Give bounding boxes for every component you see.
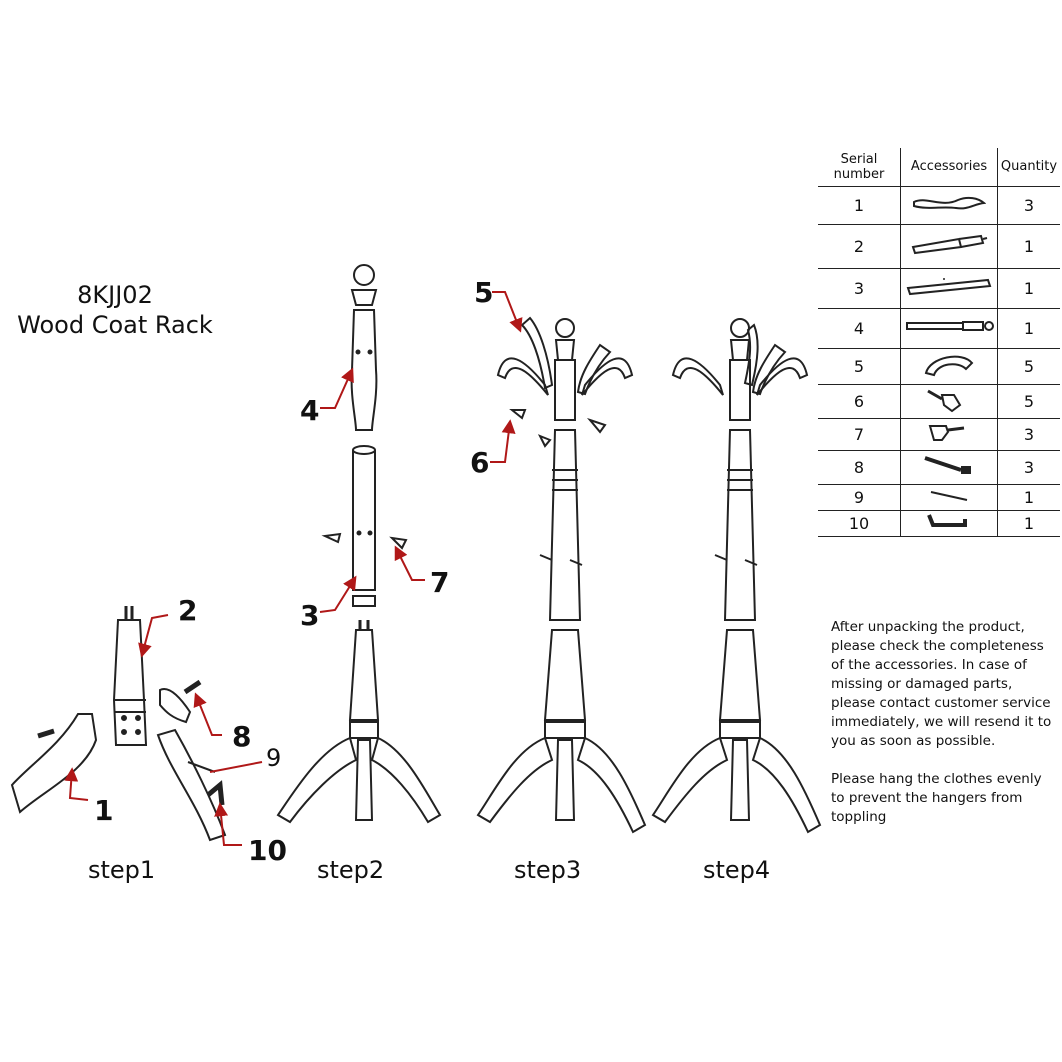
table-row: 4 1 xyxy=(818,308,1060,349)
header-serial: Serial number xyxy=(818,148,901,187)
callout-7: 7 xyxy=(430,566,449,599)
callout-2: 2 xyxy=(178,594,197,627)
serial-cell: 8 xyxy=(818,450,901,485)
step-label-2: step2 xyxy=(317,856,385,884)
step-label-4: step4 xyxy=(703,856,771,884)
serial-cell: 6 xyxy=(818,384,901,419)
leader-arrows xyxy=(64,291,523,846)
base-post-part xyxy=(112,619,148,746)
bolt-icon xyxy=(900,450,998,485)
quantity-cell: 5 xyxy=(997,348,1060,385)
step2-drawing xyxy=(276,264,442,824)
quantity-cell: 1 xyxy=(997,484,1060,511)
curved-leg-part xyxy=(10,713,98,814)
callout-1: 1 xyxy=(94,794,113,827)
serial-cell: 10 xyxy=(818,510,901,537)
callout-3: 3 xyxy=(300,599,319,632)
pin-icon xyxy=(900,484,998,511)
accessories-table: Serial number Accessories Quantity 1 3 2… xyxy=(818,148,1060,537)
curved-leg-icon xyxy=(900,186,998,225)
middle-pole-icon xyxy=(900,268,998,309)
table-row: 5 5 xyxy=(818,348,1060,385)
quantity-cell: 5 xyxy=(997,384,1060,419)
step-label-1: step1 xyxy=(88,856,156,884)
quantity-cell: 1 xyxy=(997,308,1060,349)
curved-leg-part-right xyxy=(159,688,192,724)
table-row: 2 1 xyxy=(818,224,1060,269)
small-peg-icon xyxy=(900,418,998,451)
step-label-3: step3 xyxy=(514,856,582,884)
step3-drawing xyxy=(476,316,647,834)
serial-cell: 3 xyxy=(818,268,901,309)
product-name: Wood Coat Rack xyxy=(17,311,213,339)
table-row: 1 3 xyxy=(818,186,1060,225)
step4-drawing xyxy=(651,318,822,834)
quantity-cell: 3 xyxy=(997,186,1060,225)
allen-key-icon xyxy=(900,510,998,537)
serial-cell: 2 xyxy=(818,224,901,269)
table-row: 10 1 xyxy=(818,510,1060,537)
product-code: 8KJJ02 xyxy=(77,281,153,309)
quantity-cell: 1 xyxy=(997,510,1060,537)
callout-4: 4 xyxy=(300,394,319,427)
callout-8: 8 xyxy=(232,720,251,753)
quantity-cell: 3 xyxy=(997,418,1060,451)
table-row: 9 1 xyxy=(818,484,1060,511)
quantity-cell: 3 xyxy=(997,450,1060,485)
table-row: 6 5 xyxy=(818,384,1060,419)
serial-cell: 5 xyxy=(818,348,901,385)
callout-9: 9 xyxy=(266,744,281,772)
callout-10: 10 xyxy=(248,834,287,867)
serial-cell: 9 xyxy=(818,484,901,511)
serial-cell: 1 xyxy=(818,186,901,225)
quantity-cell: 1 xyxy=(997,268,1060,309)
completeness-notice: After unpacking the product, please chec… xyxy=(831,619,1052,749)
base-post-icon xyxy=(900,224,998,269)
hanging-notice: Please hang the clothes evenly to preven… xyxy=(831,771,1042,825)
top-pole-icon xyxy=(900,308,998,349)
header-quantity: Quantity xyxy=(997,148,1060,187)
callout-5: 5 xyxy=(474,276,493,309)
serial-cell: 4 xyxy=(818,308,901,349)
curved-hook-icon xyxy=(900,348,998,385)
table-row: 7 3 xyxy=(818,418,1060,451)
table-row: 8 3 xyxy=(818,450,1060,485)
serial-cell: 7 xyxy=(818,418,901,451)
step1-drawing xyxy=(10,606,227,842)
header-accessories: Accessories xyxy=(900,148,998,187)
callout-6: 6 xyxy=(470,446,489,479)
peg-with-screw-icon xyxy=(900,384,998,419)
table-row: 3 1 xyxy=(818,268,1060,309)
quantity-cell: 1 xyxy=(997,224,1060,269)
